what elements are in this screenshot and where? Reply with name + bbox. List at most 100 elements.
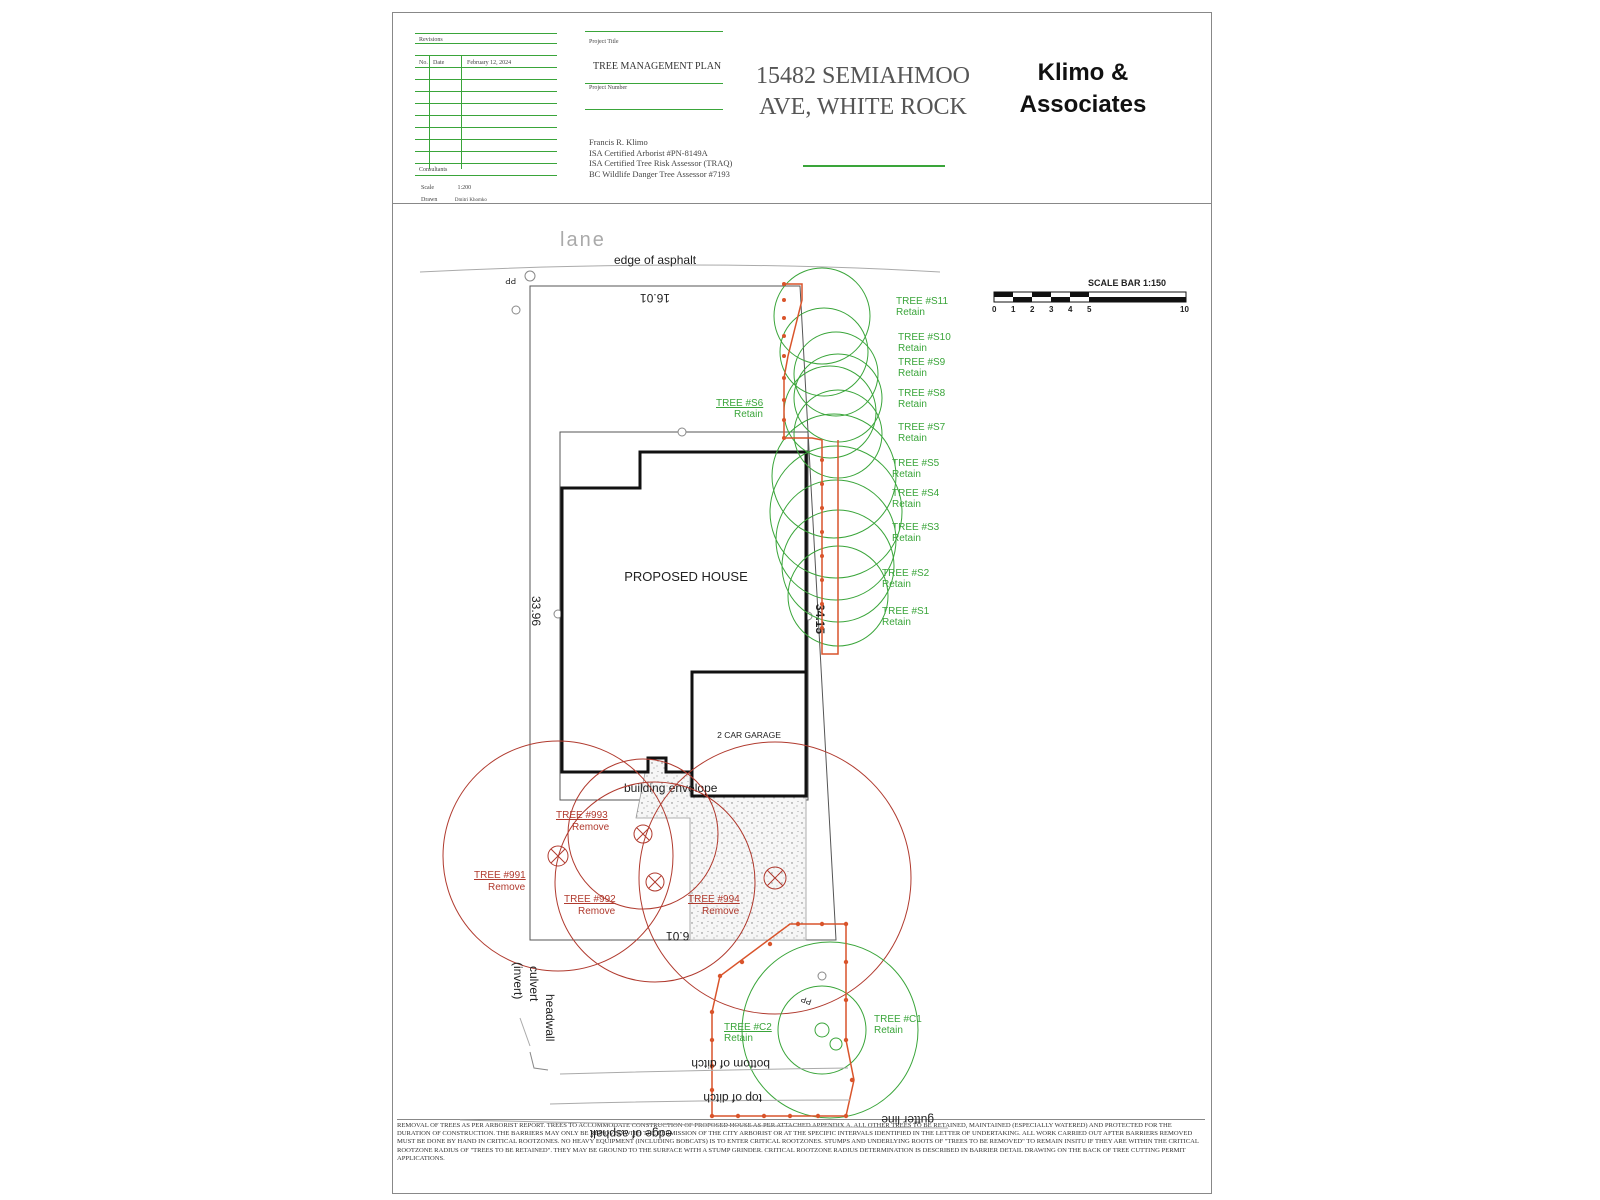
address-line: 15482 SEMIAHMOO xyxy=(755,63,970,89)
firm-name: Klimo & Associates xyxy=(1003,57,1163,121)
firm-line: Associates xyxy=(1019,91,1147,118)
power-pole-bottom xyxy=(817,971,827,981)
culvert-label: culvert xyxy=(527,966,541,1002)
tree-994-symbol xyxy=(763,866,787,890)
tree-s6-id: TREE #S6 xyxy=(716,398,764,409)
scale-tick: 5 xyxy=(1087,305,1092,314)
scale-tick: 2 xyxy=(1030,305,1035,314)
barrier-north xyxy=(783,283,839,655)
drawn-row: Drawn Dmitri Khomko xyxy=(421,197,487,203)
project-title: TREE MANAGEMENT PLAN xyxy=(593,61,722,72)
root-zone-s10 xyxy=(779,307,869,397)
title-block: Revisions No. Date February 12, 2024 Con… xyxy=(393,13,1211,204)
tree-991-id: TREE #991 xyxy=(474,870,526,881)
tree-994-status: Remove xyxy=(702,906,740,917)
dim-left: 33.96 xyxy=(529,596,543,626)
top-asphalt-edge xyxy=(419,264,941,273)
tree-992-status: Remove xyxy=(578,906,616,917)
survey-marker xyxy=(511,305,521,315)
headwall-symbol xyxy=(529,1051,549,1071)
tree-s7-status: Retain xyxy=(898,433,927,444)
scale-tick: 3 xyxy=(1049,305,1054,314)
tree-993-id: TREE #993 xyxy=(556,810,608,821)
tree-s7-id: TREE #S7 xyxy=(898,422,946,433)
proposed-house-outline xyxy=(560,450,808,798)
tree-s5-id: TREE #S5 xyxy=(892,458,940,469)
no-label: No. xyxy=(419,60,428,66)
tree-c1-symbol xyxy=(829,1037,843,1051)
scale-tick: 4 xyxy=(1068,305,1073,314)
tree-993-symbol xyxy=(633,824,653,844)
scale-value: 1:200 xyxy=(457,185,472,191)
removed-trees-layer xyxy=(442,740,912,1015)
power-pole-top xyxy=(524,270,536,282)
revisions-label: Revisions xyxy=(419,37,443,43)
top-ditch-label: top of ditch xyxy=(703,1091,762,1105)
root-zone-994 xyxy=(638,741,912,1015)
bottom-ditch-line xyxy=(559,1067,849,1075)
firm-line: Klimo & xyxy=(1037,59,1129,86)
root-zone-s11 xyxy=(773,267,871,365)
tree-s4-id: TREE #S4 xyxy=(892,488,940,499)
bottom-ditch-label: bottom of ditch xyxy=(691,1057,770,1071)
tree-s9-status: Retain xyxy=(898,368,927,379)
invert-label: (invert) xyxy=(511,962,525,999)
root-zone-s4 xyxy=(769,445,903,579)
gutter-line xyxy=(459,1119,949,1129)
drawing-sheet: Revisions No. Date February 12, 2024 Con… xyxy=(392,12,1212,1194)
edge-asphalt-top-label: edge of asphalt xyxy=(614,253,697,267)
pp-bottom-label: PP xyxy=(800,994,813,1006)
house-label: PROPOSED HOUSE xyxy=(624,569,748,584)
lane-label: lane xyxy=(560,229,606,251)
tree-993-status: Remove xyxy=(572,822,610,833)
dim-top: 16.01 xyxy=(640,291,670,305)
arborist-line: ISA Certified Arborist #PN-8149A xyxy=(589,147,708,158)
root-zone-c2 xyxy=(777,985,867,1075)
setback-marker xyxy=(677,427,687,437)
arborist-line: BC Wildlife Danger Tree Assessor #7193 xyxy=(589,168,730,179)
root-zone-c1 xyxy=(741,941,919,1119)
headwall-label: headwall xyxy=(543,994,557,1041)
tree-991-status: Remove xyxy=(488,882,526,893)
tree-s3-status: Retain xyxy=(892,533,921,544)
tree-s3-id: TREE #S3 xyxy=(892,522,940,533)
root-zone-992 xyxy=(554,781,756,983)
tree-992-symbol xyxy=(645,872,665,892)
tree-s1-id: TREE #S1 xyxy=(882,606,930,617)
tree-s10-id: TREE #S10 xyxy=(898,332,951,343)
garage-outline xyxy=(690,670,806,796)
tree-s10-status: Retain xyxy=(898,343,927,354)
site-address: 15482 SEMIAHMOO AVE, WHITE ROCK xyxy=(743,61,983,123)
scale-bar: SCALE BAR 1:150 0 1 2 3 4 5 10 xyxy=(992,278,1189,314)
root-zone-s5 xyxy=(771,413,897,539)
tree-s9-id: TREE #S9 xyxy=(898,357,946,368)
revisions-table: Revisions No. Date February 12, 2024 Con… xyxy=(415,33,557,181)
arborist-line: Francis R. Klimo xyxy=(589,137,648,147)
retained-tree-labels: TREE #S11 Retain TREE #S10 Retain TREE #… xyxy=(716,296,951,1044)
tree-c2-status: Retain xyxy=(724,1033,753,1044)
tree-s2-id: TREE #S2 xyxy=(882,568,930,579)
barrier-south xyxy=(711,923,855,1117)
arborist-line: ISA Certified Tree Risk Assessor (TRAQ) xyxy=(589,158,733,168)
tree-s6-status: Retain xyxy=(734,409,763,420)
dim-bottom: 16.01 xyxy=(666,929,696,943)
tree-s4-status: Retain xyxy=(892,499,921,510)
root-zone-s9 xyxy=(793,331,879,417)
barrier-north-posts xyxy=(782,282,824,630)
scale-bar-title: SCALE BAR 1:150 xyxy=(1088,278,1166,288)
root-zone-s3 xyxy=(775,479,897,601)
drawn-label: Drawn xyxy=(421,197,438,203)
project-number-label: Project Number xyxy=(589,85,628,91)
arborist-credentials: Francis R. Klimo ISA Certified Arborist … xyxy=(589,137,732,179)
scale-tick: 10 xyxy=(1180,305,1189,314)
construction-notes: REMOVAL OF TREES AS PER ARBORIST REPORT.… xyxy=(397,1119,1205,1163)
tree-s8-id: TREE #S8 xyxy=(898,388,946,399)
tree-c1-id: TREE #C1 xyxy=(874,1014,922,1025)
barrier-south-posts xyxy=(709,921,855,1119)
envelope-label: building envelope xyxy=(624,781,718,795)
tree-s5-status: Retain xyxy=(892,469,921,480)
property-line xyxy=(529,285,837,941)
pp-top-label: PP xyxy=(505,276,516,285)
tree-992-id: TREE #992 xyxy=(564,894,616,905)
